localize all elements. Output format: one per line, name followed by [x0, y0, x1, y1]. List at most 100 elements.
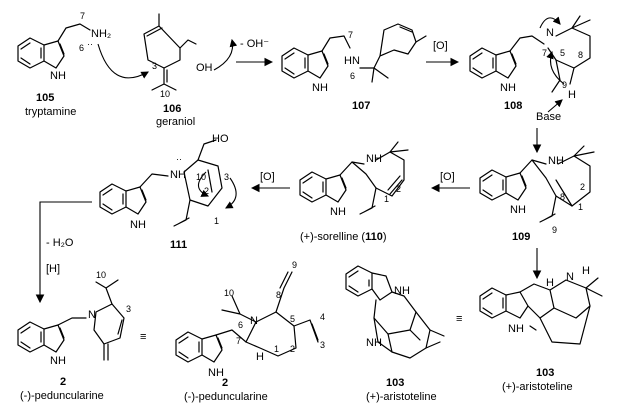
- locant-2: 2: [396, 184, 401, 194]
- compound-103a-name: (+)-aristoteline: [366, 391, 437, 403]
- curly-arrow-111-a: [225, 177, 237, 209]
- locant-3: 3: [126, 304, 131, 314]
- compound-110-name: (+)-sorelline (110): [300, 231, 387, 243]
- h-label: H: [568, 89, 576, 101]
- locant-4: 4: [320, 312, 325, 322]
- locant-10: 10: [160, 89, 170, 99]
- locant-6: 6: [238, 320, 243, 330]
- locant-9: 9: [562, 80, 567, 90]
- oxidation-2-label: [O]: [440, 171, 455, 183]
- h-label-2: H: [582, 265, 590, 277]
- locant-10: 10: [224, 288, 234, 298]
- compound-109-number: 109: [512, 231, 530, 243]
- base-arrow: [547, 99, 563, 113]
- indole-nh-label: NH: [50, 70, 66, 82]
- minus-oh-label: - OH⁻: [240, 38, 269, 50]
- nh-label: NH: [366, 337, 382, 349]
- locant-10: 10: [196, 172, 206, 182]
- locant-2: 2: [580, 182, 585, 192]
- compound-107: NH HN 7 6 107: [281, 23, 427, 112]
- locant-2: 2: [290, 344, 295, 354]
- locant-9: 9: [552, 225, 557, 235]
- nh-label: NH: [170, 169, 186, 181]
- locant-9: 9: [292, 260, 297, 270]
- step-oxidation-1: [O]: [426, 40, 460, 67]
- curly-arrow-oh-leaving: [213, 38, 238, 71]
- locant-5: 5: [560, 48, 565, 58]
- n-label: N: [88, 309, 96, 321]
- ethylamine-chain: [57, 23, 91, 42]
- locant-1: 1: [214, 216, 219, 226]
- curly-arrow-amine-attack: [97, 43, 149, 79]
- lone-pair: ··: [176, 154, 182, 164]
- compound-103-aristoteline-a: NH NH 103 (+)-aristoteline: [345, 265, 445, 403]
- locant-8: 8: [276, 290, 281, 300]
- compound-106-geraniol: OH 3 10 106 geraniol: [143, 13, 213, 128]
- step-minus-water-hydrogenation: - H₂O [H]: [35, 201, 92, 304]
- compound-103-aristoteline-b: H N H NH 103 (+)-aristoteline: [479, 265, 603, 393]
- compound-108-number: 108: [504, 100, 522, 112]
- compound-103b-number: 103: [536, 367, 554, 379]
- locant-10: 10: [96, 270, 106, 280]
- compound-110-sorelline: NH NH 2 1 (+)-sorelline (110): [299, 141, 409, 243]
- compound-106-name: geraniol: [156, 116, 195, 128]
- compound-108: NH N 7 5 8 9 H 108 Base: [469, 15, 591, 123]
- compound-2a-number: 2: [60, 376, 66, 388]
- locant-3: 3: [224, 172, 229, 182]
- oxidation-3-label: [O]: [260, 171, 275, 183]
- compound-103b-name: (+)-aristoteline: [502, 381, 573, 393]
- iminium-n-label: N: [546, 27, 554, 39]
- ho-label: HO: [212, 133, 229, 145]
- step-minus-oh: - OH⁻: [236, 38, 274, 67]
- indole-ring: [17, 37, 65, 69]
- locant-5: 5: [290, 314, 295, 324]
- lone-pair: ··: [87, 39, 93, 49]
- locant-3: 3: [152, 61, 157, 71]
- indole-nh-label: NH: [208, 367, 224, 379]
- indole-nh-label: NH: [50, 355, 66, 367]
- compound-105-number: 105: [36, 92, 54, 104]
- compound-105-name: tryptamine: [25, 106, 76, 118]
- amine-nh2-label: NH₂: [91, 28, 111, 40]
- compound-2a-name: (-)-peduncularine: [20, 390, 104, 402]
- locant-6: 6: [79, 43, 84, 53]
- nh-label: NH: [548, 155, 564, 167]
- compound-107-number: 107: [352, 100, 370, 112]
- compound-2b-number: 2: [222, 377, 228, 389]
- h-label: H: [546, 277, 554, 289]
- equivalence-sign: ≡: [456, 313, 462, 325]
- base-label: Base: [536, 111, 561, 123]
- compound-111: NH HO ·· 10 3 2 1 NH 111: [99, 133, 229, 251]
- compound-2-peduncularine-a: N 10 3 NH 2 (-)-peduncularine: [17, 270, 131, 402]
- minus-water-label: - H₂O: [46, 237, 74, 249]
- indole-nh-label: NH: [510, 204, 526, 216]
- h-label: H: [256, 351, 264, 363]
- compound-2-peduncularine-b: N H 9 8 10 6 7 5 4 3 2 1 NH 2 (-)-pedunc…: [175, 260, 325, 403]
- compound-105-tryptamine: NH 7 NH₂ 6 ·· 105 tryptamine: [17, 11, 111, 118]
- indole-nh-label: NH: [394, 285, 410, 297]
- indole-nh-label: NH: [130, 219, 146, 231]
- n-label: N: [566, 271, 574, 283]
- locant-8: 8: [560, 192, 565, 202]
- hn-label: HN: [344, 55, 360, 67]
- step-oxidation-3: [O]: [250, 171, 290, 193]
- curly-arrow-iminium: [539, 16, 561, 29]
- compound-111-number: 111: [170, 239, 187, 251]
- nh-label: NH: [366, 153, 382, 165]
- oxidation-1-label: [O]: [433, 40, 448, 52]
- locant-8: 8: [578, 50, 583, 60]
- indole-nh-label: NH: [508, 323, 524, 335]
- curly-arrow-ene: [546, 50, 565, 85]
- compound-109: NH NH 2 8 1 9 109: [479, 145, 595, 243]
- indole-nh-label: NH: [500, 82, 516, 94]
- locant-7: 7: [542, 48, 547, 58]
- compound-106-number: 106: [163, 103, 181, 115]
- locant-6: 6: [350, 71, 355, 81]
- compound-2b-name: (-)-peduncularine: [184, 391, 268, 403]
- locant-1: 1: [578, 202, 583, 212]
- hydrogenation-label: [H]: [46, 263, 60, 275]
- compound-103a-number: 103: [386, 377, 404, 389]
- oh-label: OH: [196, 62, 213, 74]
- locant-7: 7: [236, 336, 241, 346]
